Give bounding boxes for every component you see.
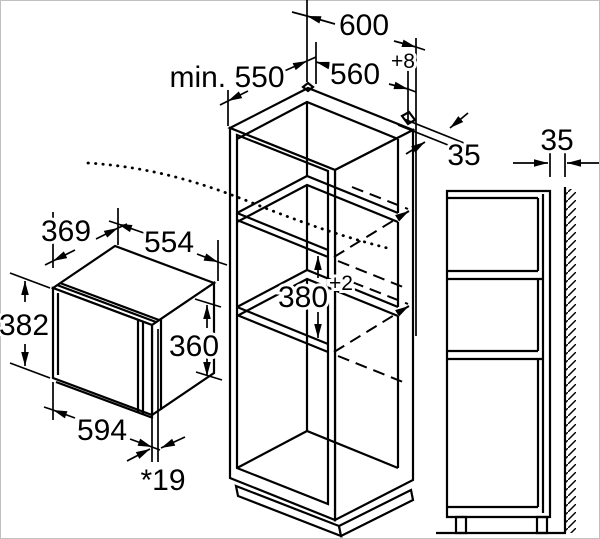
dim-niche-height: 380 [278,281,328,314]
cabinet-front-frame-inner [235,133,330,506]
cabinet-right-face [333,128,415,522]
dim-door-protrusion: *19 [140,464,185,497]
microwave-isometric [50,244,217,462]
cabinet-shelves [236,211,329,354]
door-edge-extension-lines [151,329,159,462]
dim-appliance-body-height: 360 [169,330,219,363]
dim-appliance-front-width: 594 [77,414,127,447]
microwave-frame-lips [55,281,163,420]
cabinet-front-frame [228,126,337,522]
dim-niche-width-tolerance: +8 [391,50,415,73]
dimension-annotations: min. 550 600 560 +8 35 35 369 554 382 36… [0,0,599,497]
dim-appliance-front-height: 382 [0,309,49,342]
dim-appliance-width-top: 554 [144,226,194,259]
shelf-removal-arrow [333,210,410,258]
dimension-arrows [21,11,599,462]
rear-left-notch [301,81,315,93]
removable-shelf-dashed-upper [333,186,410,290]
cabinet-plinth [234,484,415,538]
wall-section [563,187,576,533]
rear-clearance-lines [397,118,465,150]
dim-niche-depth-min: min. 550 [169,61,284,94]
shelf-removal-arrow [333,305,410,353]
removable-shelf-dashed-lower [333,281,410,385]
dimension-ticks [9,272,223,381]
dim-niche-width: 560 [330,58,380,91]
side-view-panels [447,194,545,513]
built-in-cabinet-isometric [227,81,417,538]
door-handle [136,320,145,414]
side-view-outline [445,189,552,519]
side-view-feet [454,515,549,535]
cabinet-interior-lines [236,100,400,470]
rear-right-vent-notch [400,110,417,126]
wall-hatching [566,189,576,533]
cabinet-side-view [436,189,566,535]
dim-cabinet-width: 600 [339,9,389,42]
dim-wall-clearance: 35 [540,124,573,157]
dim-rear-clearance: 35 [447,139,480,172]
dim-appliance-depth: 369 [41,215,91,248]
dim-niche-height-tolerance: +2 [329,272,353,295]
